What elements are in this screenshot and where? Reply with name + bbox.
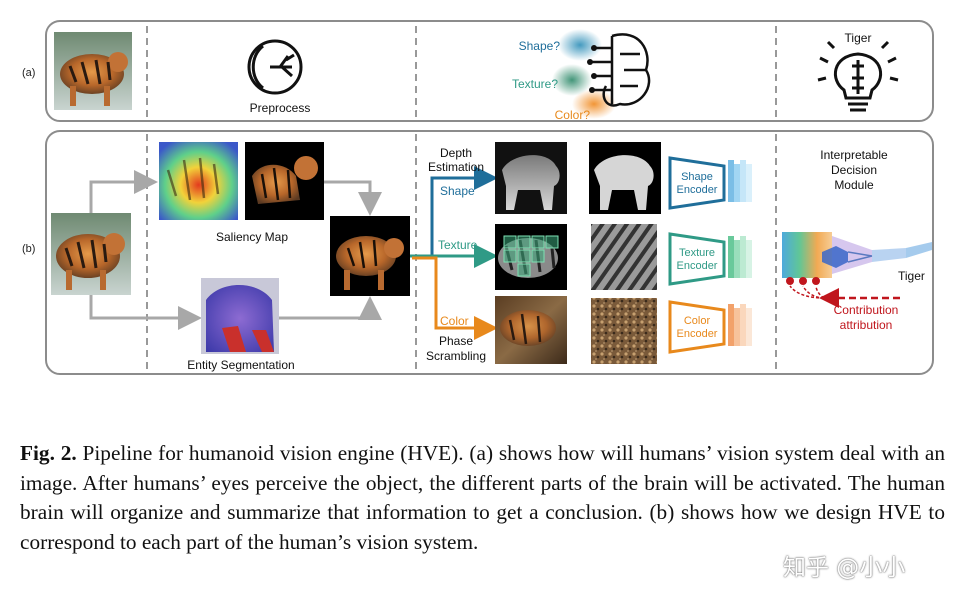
texture-encoder-label-1: Texture: [679, 247, 715, 259]
depth-estimation-label-1: Depth: [440, 146, 472, 160]
contribution-label-1: Contribution: [834, 303, 899, 317]
decision-module-label-1: Interpretable: [820, 148, 888, 162]
color-branch-arrow: [412, 256, 498, 340]
color-scramble-image: [591, 298, 657, 364]
figure-caption: Fig. 2. Pipeline for humanoid vision eng…: [20, 439, 945, 557]
color-encoder: [668, 300, 752, 354]
caption-label: Fig. 2.: [20, 441, 77, 465]
saliency-map-label: Saliency Map: [216, 230, 288, 244]
shape-encoder-label-2: Encoder: [677, 184, 718, 196]
watermark: 知乎 @小小: [783, 555, 906, 581]
preprocess-label: Preprocess: [250, 101, 311, 115]
decision-module-graphic: [782, 232, 932, 278]
row-label-b: (b): [22, 243, 35, 255]
shape-question: Shape?: [519, 39, 561, 53]
arrow-to-segmentation: [89, 295, 202, 330]
texture-patch-image: [495, 224, 567, 290]
pipeline-figure: (a) Preprocess Shape? Texture? Color: [22, 20, 934, 375]
decision-module-label-2: Decision: [831, 163, 877, 177]
texture-question: Texture?: [512, 77, 558, 91]
color-question: Color?: [555, 108, 591, 122]
phase-scrambling-label-2: Scrambling: [426, 349, 486, 363]
phase-scrambled-tiger: [495, 296, 567, 364]
texture-closeup-image: [591, 224, 657, 290]
arrow-segmentation-to-foreground: [279, 296, 382, 320]
color-branch-label: Color: [440, 314, 469, 328]
tiger-photo-input: [51, 213, 131, 295]
tiger-photo-a: [54, 32, 132, 110]
eye-icon: [247, 39, 303, 95]
depth-estimation-label-2: Estimation: [428, 160, 484, 174]
shape-encoder: [668, 156, 752, 210]
saliency-masked-tiger: [245, 142, 324, 220]
entity-segmentation-label: Entity Segmentation: [187, 358, 294, 372]
lightbulb-icon: [817, 40, 899, 112]
texture-encoder-label-2: Encoder: [677, 260, 718, 272]
foreground-tiger: [330, 216, 410, 296]
contribution-attribution-arrows: [786, 277, 900, 308]
shape-encoder-label-1: Shape: [681, 171, 713, 183]
row-label-a: (a): [22, 67, 35, 79]
contribution-label-2: attribution: [840, 318, 893, 332]
texture-encoder: [668, 232, 752, 286]
shape-silhouette-image: [589, 142, 661, 214]
tiger-label-a: Tiger: [845, 31, 872, 45]
panel-a-frame: [45, 20, 934, 122]
caption-text: Pipeline for humanoid vision engine (HVE…: [20, 441, 945, 554]
color-encoder-label-1: Color: [684, 315, 711, 327]
panel-b-frame: [45, 130, 934, 375]
shape-branch-label: Shape: [440, 184, 475, 198]
tiger-output-label: Tiger: [898, 269, 925, 283]
brain-icon: [552, 29, 651, 119]
depth-map-image: [495, 142, 567, 214]
arrow-saliency-to-foreground: [324, 180, 382, 216]
arrow-to-saliency: [89, 170, 158, 213]
decision-module-label-3: Module: [834, 178, 874, 192]
phase-scrambling-label-1: Phase: [439, 334, 473, 348]
entity-segmentation-image: [201, 278, 279, 354]
saliency-heatmap: [159, 142, 238, 220]
texture-branch-label: Texture: [438, 238, 478, 252]
color-encoder-label-2: Encoder: [677, 328, 718, 340]
